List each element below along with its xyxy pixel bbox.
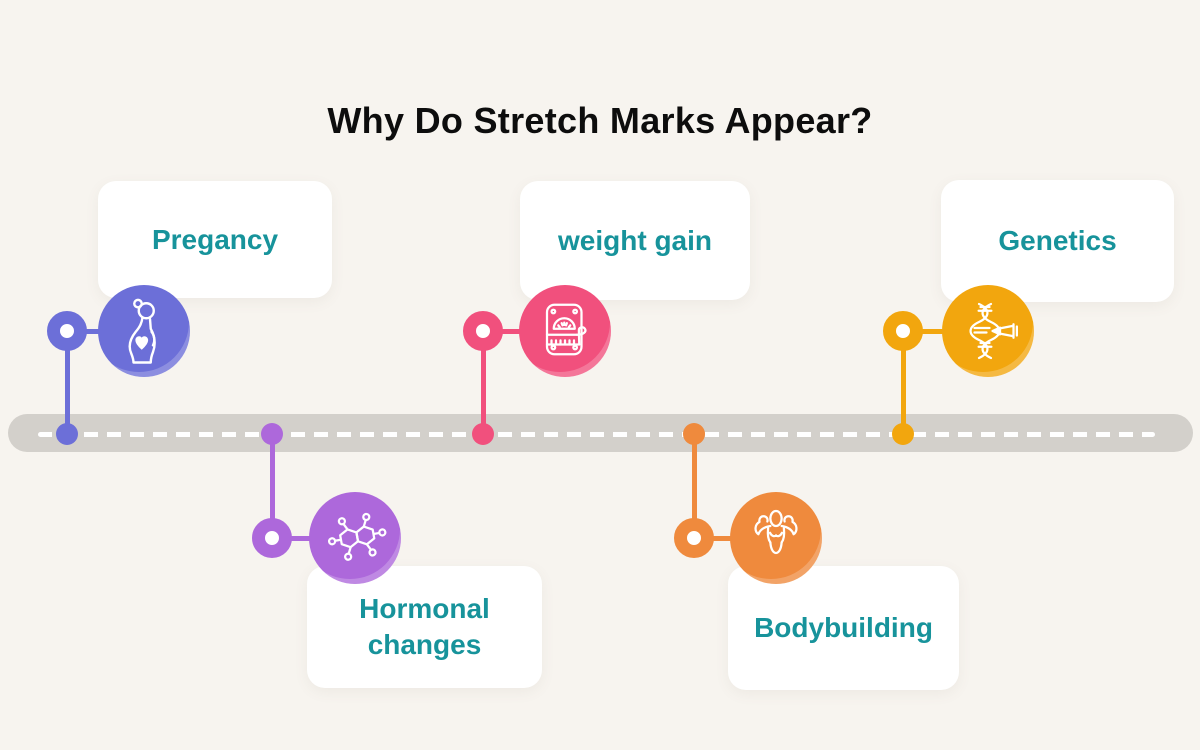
- molecule-icon: [327, 512, 387, 561]
- label-card: Genetics: [941, 180, 1174, 302]
- connector-ring: [47, 311, 87, 351]
- icon-circle: [942, 285, 1034, 377]
- connector-horizontal-line: [85, 329, 101, 334]
- connector-horizontal-line: [921, 329, 944, 334]
- item-label: Hormonal changes: [359, 593, 490, 660]
- label-card: Hormonal changes: [307, 566, 542, 688]
- label-card: Pregancy: [98, 181, 332, 298]
- connector-horizontal-line: [290, 536, 310, 541]
- timeline-node-dot: [683, 423, 705, 445]
- timeline-node-dot: [56, 423, 78, 445]
- connector-horizontal-line: [712, 536, 732, 541]
- label-card: weight gain: [520, 181, 750, 300]
- icon-circle: [309, 492, 401, 584]
- item-label: Pregancy: [151, 223, 279, 255]
- dna-icon: [969, 302, 1018, 360]
- timeline-node-dot: [261, 423, 283, 445]
- icon-circle: [519, 285, 611, 377]
- timeline-node-dot: [472, 423, 494, 445]
- connector-horizontal-line: [501, 329, 521, 334]
- icon-circle: [730, 492, 822, 584]
- timeline-dashed-line: [38, 432, 1155, 437]
- icon-circle: [98, 285, 190, 377]
- connector-ring: [252, 518, 292, 558]
- connector-ring: [674, 518, 714, 558]
- connector-vertical-line: [691, 434, 697, 538]
- bodybuilder-icon: [754, 509, 798, 555]
- connector-ring: [463, 311, 503, 351]
- connector-vertical-line: [269, 434, 275, 538]
- item-label: weight gain: [558, 224, 712, 256]
- page-title: Why Do Stretch Marks Appear?: [327, 100, 873, 141]
- pregnant-woman-icon: [128, 298, 156, 364]
- connector-vertical-line: [64, 331, 70, 434]
- connector-vertical-line: [900, 331, 906, 434]
- item-label: Bodybuilding: [754, 612, 933, 644]
- label-card: Bodybuilding: [728, 566, 959, 690]
- connector-ring: [883, 311, 923, 351]
- weight-scale-icon: [545, 303, 587, 356]
- timeline-node-dot: [892, 423, 914, 445]
- connector-vertical-line: [480, 331, 486, 434]
- item-label: Genetics: [998, 225, 1117, 257]
